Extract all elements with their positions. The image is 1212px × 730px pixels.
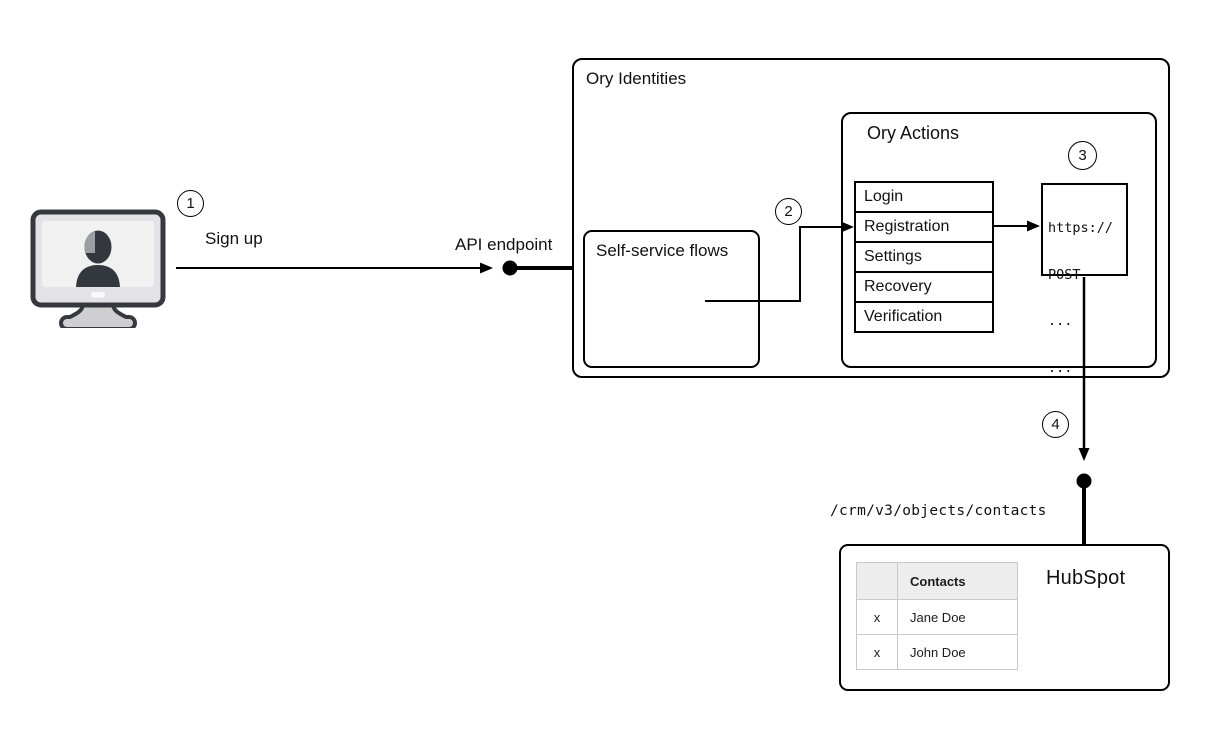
step-number: 1	[186, 195, 195, 212]
table-row: x John Doe	[856, 634, 1018, 670]
step-2-badge: 2	[775, 198, 802, 225]
code-line: ...	[1048, 359, 1073, 376]
api-endpoint-dot	[502, 260, 518, 276]
code-line: ...	[1048, 313, 1073, 329]
flow-row-recovery: Recovery	[856, 273, 992, 303]
step-number: 3	[1078, 147, 1087, 164]
sign-up-label: Sign up	[205, 229, 263, 248]
webhook-down-arrowhead	[1078, 448, 1090, 461]
person-silhouette-icon	[76, 230, 120, 287]
webhook-code-box: https:// POST ... ...	[1041, 183, 1128, 375]
step-3-badge: 3	[1068, 141, 1097, 170]
hubspot-endpoint-dot	[1076, 473, 1092, 489]
contacts-header-cell: Contacts	[897, 562, 1018, 600]
contact-mark: x	[856, 634, 898, 670]
code-line: https://	[1048, 220, 1114, 236]
user-computer-icon	[30, 209, 166, 331]
flow-list: Login Registration Settings Recovery Ver…	[854, 181, 994, 333]
flow-label: Registration	[864, 218, 950, 235]
monitor-stand	[59, 302, 137, 331]
ory-identities-title: Ory Identities	[586, 69, 687, 88]
step-1-badge: 1	[177, 190, 204, 217]
flow-label: Login	[864, 188, 904, 205]
contacts-table: Contacts x Jane Doe x John Doe	[856, 562, 1018, 670]
flow-label: Recovery	[864, 278, 932, 295]
flow-row-settings: Settings	[856, 243, 992, 273]
ory-actions-title: Ory Actions	[867, 123, 960, 143]
contact-name: Jane Doe	[897, 599, 1018, 635]
contacts-corner-cell	[856, 562, 898, 600]
self-service-flows-title: Self-service flows	[596, 241, 729, 260]
flow-row-registration: Registration	[856, 213, 992, 243]
contact-name: John Doe	[897, 634, 1018, 670]
monitor-button	[91, 292, 105, 298]
flow-label: Settings	[864, 248, 922, 265]
flow-row-verification: Verification	[856, 303, 992, 331]
hubspot-title: HubSpot	[1046, 567, 1126, 589]
table-row: x Jane Doe	[856, 599, 1018, 635]
contacts-table-header-row: Contacts	[856, 562, 1018, 600]
step-4-badge: 4	[1042, 411, 1069, 438]
crm-path-label: /crm/v3/objects/contacts	[830, 503, 1047, 519]
signup-arrowhead	[480, 262, 493, 274]
step-number: 2	[784, 203, 793, 220]
step-number: 4	[1051, 416, 1060, 433]
flow-row-login: Login	[856, 183, 992, 213]
contact-mark: x	[856, 599, 898, 635]
code-line: POST	[1048, 266, 1081, 283]
api-endpoint-label: API endpoint	[455, 235, 553, 254]
flow-label: Verification	[864, 308, 943, 325]
